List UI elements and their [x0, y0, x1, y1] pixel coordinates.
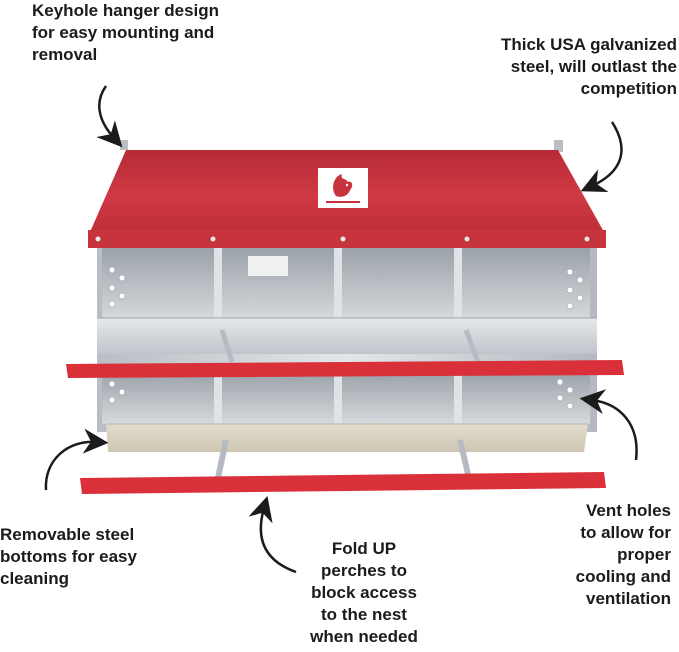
callout-line: cooling and [575, 567, 671, 586]
roof-front-edge [88, 230, 606, 248]
callout-line: bottoms for easy [0, 547, 137, 566]
keyhole-hanger-right [554, 140, 563, 152]
callout-line: Fold UP [331, 539, 397, 558]
lower-perch [80, 472, 606, 494]
callout-keyhole-hanger: Keyhole hanger design for easy mounting … [32, 0, 219, 66]
callout-line: for easy mounting and [32, 23, 215, 42]
callout-line: cleaning [0, 569, 69, 588]
arrow-perches [248, 495, 297, 574]
arrow-vents [579, 389, 638, 461]
callout-line: Keyhole hanger design [32, 1, 220, 20]
roof-rivets [95, 236, 590, 242]
upper-compartments [102, 248, 590, 328]
arrow-keyhole [96, 85, 123, 148]
rooster-logo-icon [333, 174, 353, 197]
callout-line: competition [580, 79, 677, 98]
upper-perch-bracket-left [219, 329, 235, 363]
callout-line: steel, will outlast the [510, 57, 677, 76]
callout-line: perches to [321, 561, 407, 580]
callout-line: Vent holes [585, 501, 671, 520]
callout-line: block access [311, 583, 417, 602]
callout-line: Thick USA galvanized [500, 35, 677, 54]
arrow-steel [580, 121, 623, 193]
callout-line: to allow for [580, 523, 671, 542]
upper-perch [66, 360, 624, 378]
callout-line: proper [617, 545, 671, 564]
callout-line: to the nest [321, 605, 407, 624]
callout-removable-bottoms: Removable steel bottoms for easy cleanin… [0, 524, 137, 590]
lower-perch-bracket-left [215, 439, 229, 479]
callout-line: removal [32, 45, 98, 64]
callout-vent-holes: Vent holes to allow for proper cooling a… [576, 500, 671, 610]
callout-fold-up-perches: Fold UP perches to block access to the n… [296, 538, 432, 648]
removable-steel-bottom [106, 424, 588, 452]
upper-perch-bracket-right [463, 329, 481, 363]
callout-galvanized-steel: Thick USA galvanized steel, will outlast… [501, 34, 677, 100]
lower-perch-bracket-right [457, 439, 471, 475]
vent-holes-lower [108, 378, 574, 410]
vent-holes-upper [108, 266, 584, 310]
keyhole-hanger-left [120, 140, 128, 150]
callout-line: when needed [310, 627, 418, 646]
middle-lip [97, 318, 597, 354]
callout-line: ventilation [585, 589, 671, 608]
lower-compartments [102, 372, 590, 432]
callout-line: Removable steel [0, 525, 135, 544]
arrow-bottoms [44, 428, 109, 491]
